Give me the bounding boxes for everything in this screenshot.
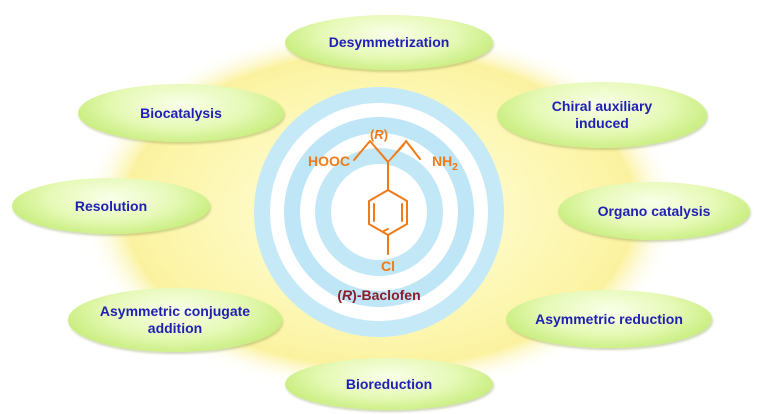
amine-text: NH (432, 153, 452, 169)
method-bioreduction: Bioreduction (285, 358, 493, 410)
compound-caption: (R)-Baclofen (337, 287, 420, 303)
amine-label: NH2 (432, 153, 458, 173)
baclofen-structure (353, 140, 421, 255)
halogen-label: Cl (381, 258, 395, 274)
amine-subscript: 2 (452, 162, 458, 173)
method-asymmetric-reduction: Asymmetric reduction (506, 290, 712, 348)
method-conjugate-addition: Asymmetric conjugate addition (68, 288, 282, 352)
method-desymmetrization: Desymmetrization (285, 15, 493, 70)
stereo-label: (R) (370, 127, 388, 142)
method-resolution: Resolution (12, 178, 210, 234)
method-organo-catalysis: Organo catalysis (558, 182, 750, 240)
method-chiral-auxiliary: Chiral auxiliary induced (497, 82, 707, 148)
method-biocatalysis: Biocatalysis (78, 84, 284, 142)
target-rings (254, 87, 504, 337)
acid-label: HOOC (308, 153, 350, 169)
